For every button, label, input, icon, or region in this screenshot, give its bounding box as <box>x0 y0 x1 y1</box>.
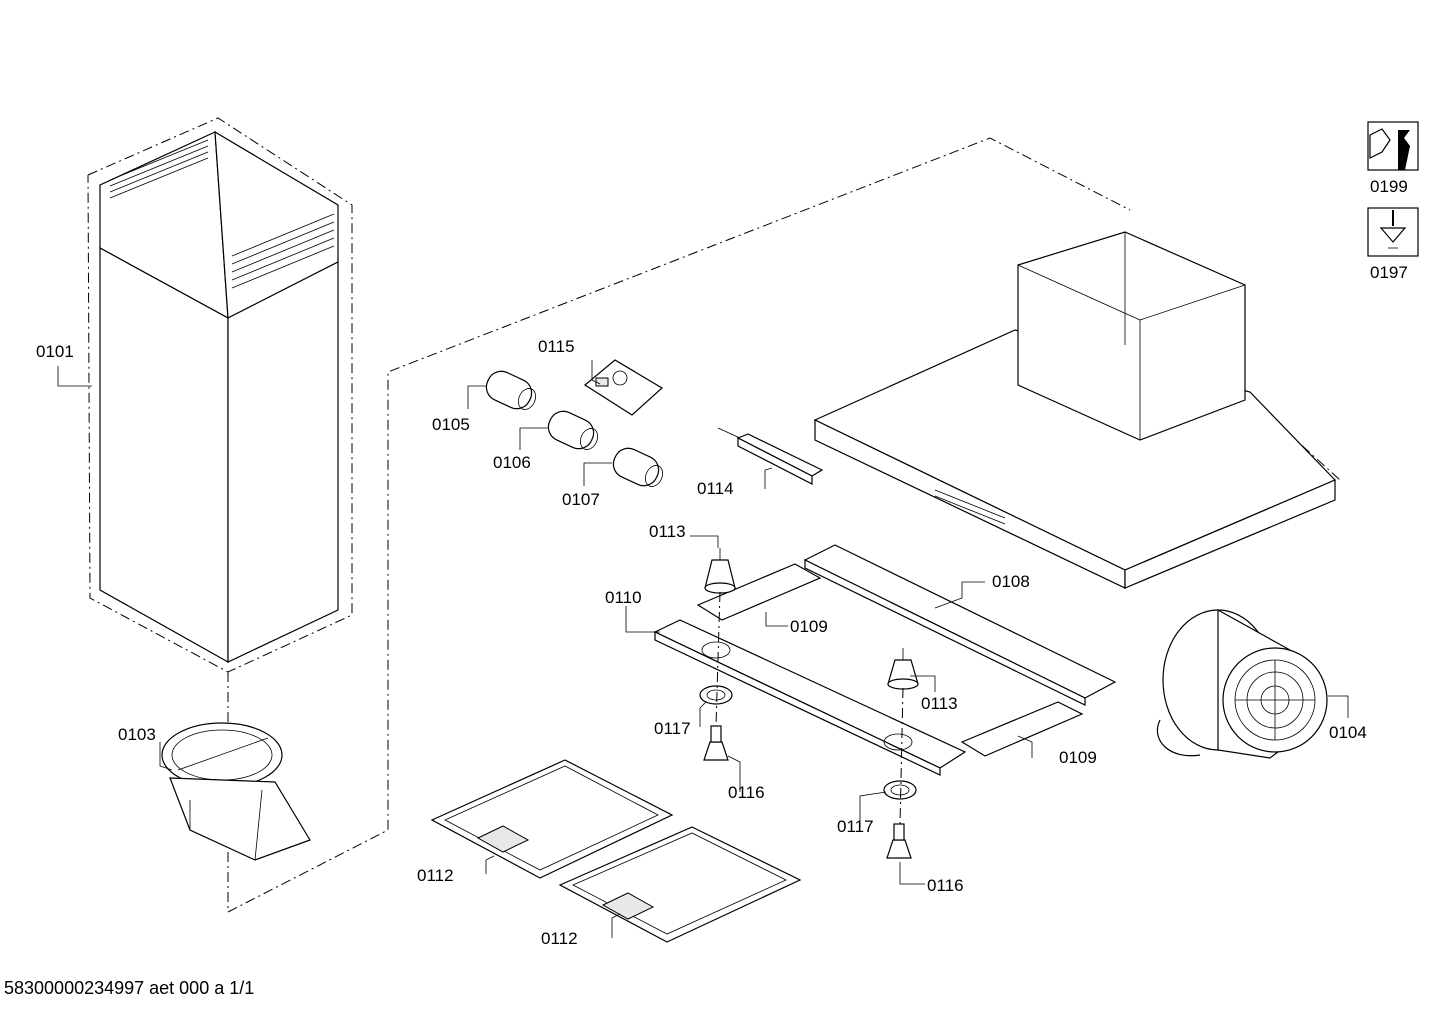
part-labels: 0101 0103 0104 0105 0106 0107 0108 0109 … <box>36 177 1408 948</box>
label-0101: 0101 <box>36 342 74 361</box>
label-0115: 0115 <box>538 337 575 356</box>
label-0106: 0106 <box>493 453 531 472</box>
support-rail-back[interactable] <box>803 544 1117 706</box>
label-0112-b: 0112 <box>541 929 578 948</box>
label-0117-b: 0117 <box>837 817 874 836</box>
label-0103: 0103 <box>118 725 156 744</box>
label-0113-a: 0113 <box>649 522 686 541</box>
label-0199: 0199 <box>1370 177 1408 196</box>
wrench-hex-icon <box>1367 121 1419 171</box>
air-outlet[interactable] <box>161 722 311 861</box>
screwdriver-icon <box>1367 207 1419 257</box>
label-0110: 0110 <box>605 588 642 607</box>
light-cover-2[interactable] <box>960 701 1084 757</box>
label-0109-b: 0109 <box>1059 748 1097 767</box>
document-id: 58300000234997 aet 000 a 1/1 <box>4 978 255 998</box>
lamp-holder-1[interactable] <box>704 548 736 594</box>
lamp-ring-2[interactable] <box>883 780 917 800</box>
lamp-ring-1[interactable] <box>699 685 733 705</box>
label-0114: 0114 <box>697 479 734 498</box>
label-0104: 0104 <box>1329 723 1367 742</box>
carbon-filter-2[interactable] <box>544 407 601 454</box>
label-0107: 0107 <box>562 490 600 509</box>
label-0116-a: 0116 <box>728 783 765 802</box>
lamp-holder-2[interactable] <box>887 648 919 690</box>
lamp-axis-lines <box>715 591 904 825</box>
grease-filter-1[interactable] <box>430 759 674 879</box>
control-board[interactable] <box>583 359 664 416</box>
fan-motor[interactable] <box>1156 608 1328 759</box>
label-0105: 0105 <box>432 415 470 434</box>
label-0116-b: 0116 <box>927 876 964 895</box>
label-0108: 0108 <box>992 572 1030 591</box>
chimney-duct[interactable] <box>99 130 339 664</box>
hood-body[interactable] <box>813 231 1337 589</box>
bulb-1[interactable] <box>703 725 729 761</box>
leader-lines <box>57 360 1349 938</box>
carbon-filter-3[interactable] <box>609 444 666 491</box>
label-0117-a: 0117 <box>654 719 691 738</box>
label-0109-a: 0109 <box>790 617 828 636</box>
control-panel[interactable] <box>717 427 824 485</box>
bulb-2[interactable] <box>886 823 912 859</box>
light-cover-1[interactable] <box>696 563 822 621</box>
grease-filter-2[interactable] <box>558 826 802 943</box>
label-0197: 0197 <box>1370 263 1408 282</box>
label-0112-a: 0112 <box>417 866 454 885</box>
label-0113-b: 0113 <box>921 694 958 713</box>
support-rail-front[interactable] <box>653 619 967 776</box>
carbon-filter-1[interactable] <box>482 367 539 414</box>
